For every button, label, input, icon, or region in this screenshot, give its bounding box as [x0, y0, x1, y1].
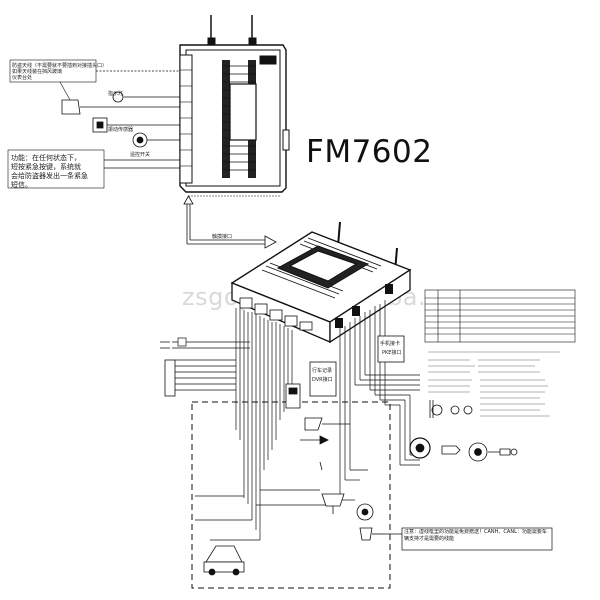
upgrade-port-label: 触摸接口 — [212, 233, 232, 240]
svg-text:功能：在任何状态下，: 功能：在任何状态下， — [11, 153, 81, 162]
main-module — [230, 221, 412, 344]
svg-text:指示灯: 指示灯 — [108, 90, 123, 97]
components — [160, 341, 385, 576]
free-functions-box — [191, 401, 391, 589]
svg-text:遥控开关: 遥控开关 — [130, 151, 150, 158]
function-table — [424, 289, 576, 343]
right-labels: 手机接卡 PKE接口 行车记录 DVR接口 — [312, 340, 401, 383]
model-title: FM7602 — [306, 134, 433, 170]
upper-module — [179, 15, 290, 197]
svg-text:DVR接口: DVR接口 — [312, 376, 333, 383]
upper-left-note-text: 防盗天线（不需要就不要插到对接插头口） 如果天线装在挡风玻璃 仪表台处 指示灯 … — [11, 62, 150, 189]
module-link-arrow — [183, 195, 277, 249]
svg-text:短信。: 短信。 — [11, 180, 32, 189]
svg-text:手机接卡: 手机接卡 — [380, 340, 400, 347]
svg-text:行车记录: 行车记录 — [312, 367, 332, 374]
svg-text:会给防盗器发出一条紧急: 会给防盗器发出一条紧急 — [11, 171, 88, 180]
svg-text:PKE接口: PKE接口 — [382, 349, 401, 356]
svg-text:短按紧急按键，系统就: 短按紧急按键，系统就 — [11, 162, 81, 171]
svg-text:振动传感器: 振动传感器 — [108, 126, 133, 133]
svg-text:如果天线装在挡风玻璃: 如果天线装在挡风玻璃 — [12, 68, 62, 75]
svg-text:仪表台处: 仪表台处 — [12, 74, 32, 81]
svg-text:防盗天线（不需要就不要插到对接插头口）: 防盗天线（不需要就不要插到对接插头口） — [12, 62, 107, 69]
can-note-box — [401, 527, 553, 551]
can-note-text: 注意：虚线框里的功能是免费赠送！CANH、CANL：功能需要车辆支持才是需要的线… — [404, 529, 547, 542]
upper-left-wiring — [7, 59, 180, 189]
instruction-text-lines — [428, 351, 560, 417]
right-components — [309, 335, 518, 462]
